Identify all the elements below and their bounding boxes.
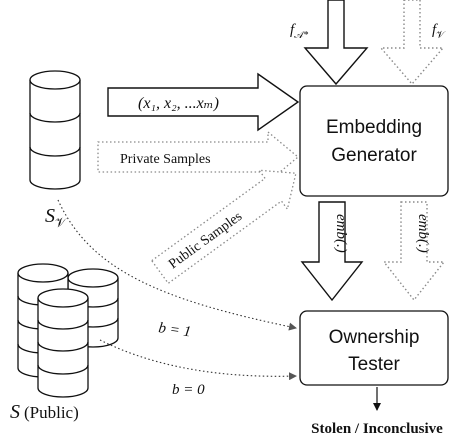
output-label: Stolen / Inconclusive [311, 421, 443, 437]
suspect-model-label: f𝒜* [290, 22, 309, 41]
public-dataset-label: S(Public) [10, 401, 79, 423]
embedding-generator-line2: Generator [331, 145, 417, 166]
private-samples-label: Private Samples [120, 152, 211, 167]
emb-solid-arrow [300, 201, 364, 302]
query-inputs-label: (x₁, x₂, ...xₘ) [138, 95, 219, 112]
query-inputs-arrow [107, 72, 300, 132]
ownership-tester-line1: Ownership [329, 327, 420, 348]
victim-dataset-label: S𝒱 [45, 205, 68, 230]
emb-dotted-arrow [382, 201, 446, 302]
embedding-generator-box: Embedding Generator [299, 85, 449, 197]
embedding-generator-line1: Embedding [326, 117, 422, 138]
victim-model-label: f𝒱 [432, 22, 446, 41]
private-samples-arrow [97, 130, 300, 184]
ownership-tester-box: Ownership Tester [299, 310, 449, 386]
victim-model-arrow [379, 0, 445, 86]
suspect-model-arrow [303, 0, 369, 86]
emb-dotted-label: emb(.) [415, 214, 431, 253]
victim-dataset-icon [29, 70, 81, 190]
ownership-tester-line2: Tester [348, 354, 400, 375]
public-to-tester-curve [99, 339, 297, 381]
public-samples-label: Public Samples [166, 209, 245, 272]
b-zero-label: b = 0 [172, 382, 205, 398]
public-samples-arrow [150, 169, 297, 285]
public-dataset-icon [17, 263, 119, 398]
victim-to-tester-curve [57, 199, 297, 331]
b-one-label: b = 1 [157, 320, 192, 340]
emb-solid-label: emb(.) [333, 214, 349, 253]
